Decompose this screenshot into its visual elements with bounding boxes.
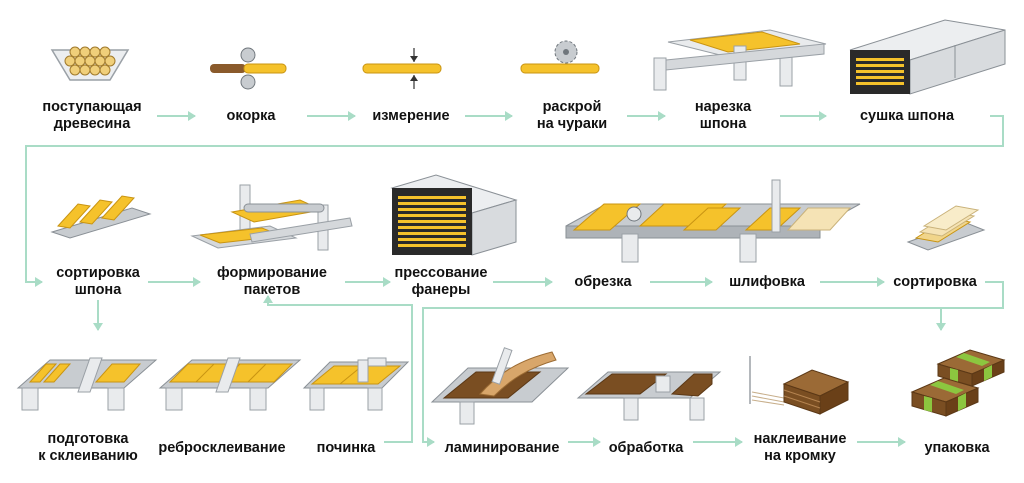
processing-icon — [576, 371, 722, 421]
flow-arrows — [25, 111, 1004, 447]
veneer-dryer-icon — [849, 19, 1006, 95]
edge-gluing-icon — [158, 357, 302, 411]
step-measuring-label: измерение — [372, 108, 450, 124]
step-sanding-label: шлифовка — [729, 274, 805, 290]
arrow-6-7 — [25, 115, 1004, 287]
step-processing-label: обработка — [608, 440, 684, 456]
arrow-12-16 — [422, 307, 941, 447]
logs-bin-icon — [50, 46, 130, 81]
debarking-icon — [210, 47, 287, 90]
gluing-prep-icon — [16, 357, 158, 411]
step-package-forming-label: формирование пакетов — [217, 265, 327, 298]
step-gluing-prep-label: подготовка к склеиванию — [38, 431, 138, 464]
veneer-cutting-icon — [653, 29, 827, 91]
step-debarking-label: окорка — [226, 108, 276, 124]
step-veneer-cutting-label: нарезка шпона — [694, 99, 752, 132]
final-sorting-icon — [906, 205, 986, 251]
lamination-icon — [430, 347, 570, 425]
step-packaging-label: упаковка — [924, 440, 990, 456]
step-incoming-wood-label: поступающая древесина — [42, 99, 142, 132]
step-repair-label: починка — [316, 440, 376, 456]
step-edge-gluing-label: ребросклеивание — [158, 440, 286, 456]
arrow-15-8 — [263, 295, 413, 443]
step-final-sorting-label: сортировка — [893, 274, 977, 290]
veneer-sorting-icon — [50, 195, 152, 239]
step-veneer-drying-label: сушка шпона — [859, 108, 955, 124]
step-lamination-label: ламинирование — [444, 440, 560, 456]
step-edge-banding-label: наклеивание на кромку — [753, 431, 847, 464]
step-log-cutting-label: раскрой на чураки — [536, 99, 608, 132]
measuring-icon — [362, 48, 442, 89]
plywood-press-icon — [390, 174, 518, 256]
edge-banding-icon — [749, 356, 850, 415]
package-forming-icon — [190, 184, 353, 251]
veneer-repair-icon — [302, 357, 410, 411]
packaging-icon — [910, 349, 1006, 417]
trimming-sanding-line-icon — [565, 179, 861, 263]
step-trimming-label: обрезка — [574, 274, 632, 290]
log-cutting-icon — [520, 40, 600, 74]
step-pressing-label: прессование фанеры — [394, 265, 488, 298]
arrow-12-19 — [936, 281, 1004, 331]
step-veneer-sorting-label: сортировка шпона — [56, 265, 140, 298]
